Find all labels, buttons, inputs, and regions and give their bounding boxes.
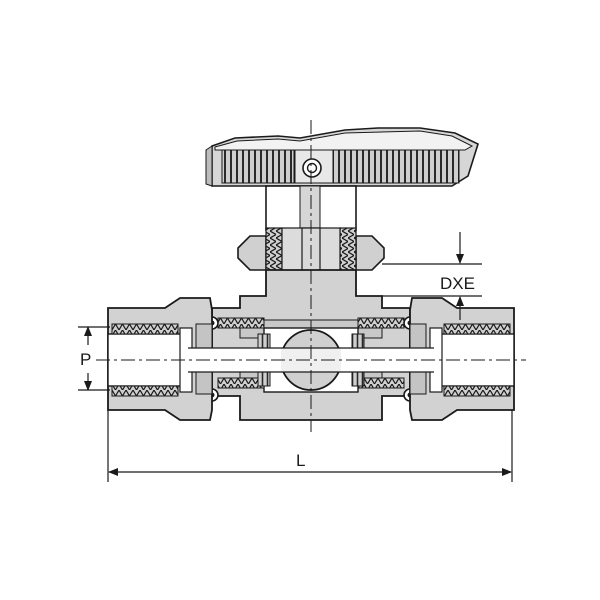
handle-lever [205,127,479,187]
dimension-l [107,410,513,482]
centerlines [96,120,526,432]
dimension-p [78,326,110,391]
dimension-dxe [382,232,482,320]
dimension-label-dxe: DXE [440,274,475,293]
dimension-label-l: L [296,451,305,470]
dimension-label-p: P [80,350,91,369]
